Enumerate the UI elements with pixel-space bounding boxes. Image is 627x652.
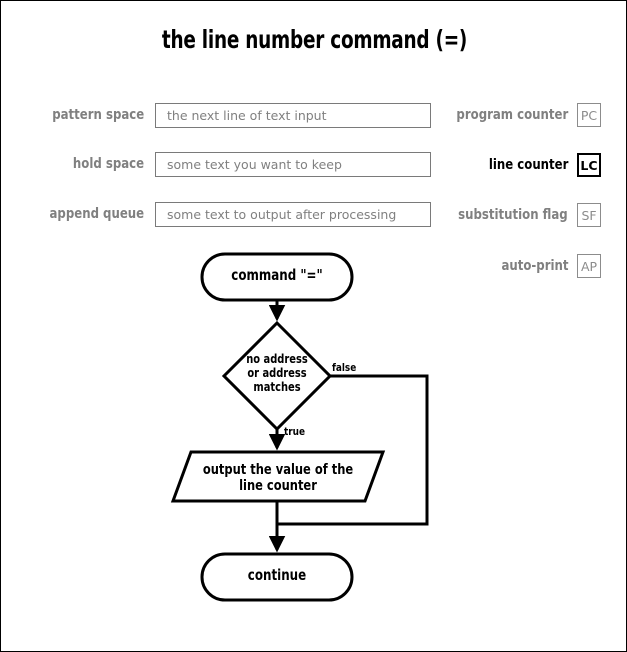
page-title: the line number command (=) (161, 25, 468, 54)
register-row-substitution-flag: substitution flag SF (446, 202, 601, 228)
hold-space-input[interactable]: some text you want to keep (155, 151, 431, 177)
register-badge-auto-print: AP (577, 254, 601, 278)
append-queue-value: some text to output after processing (167, 206, 397, 222)
hold-space-value: some text you want to keep (167, 156, 342, 172)
flow-edge-label-false: false (332, 361, 357, 374)
flow-label-decision-line3: matches (253, 379, 301, 394)
flow-label-decision-line1: no address (246, 351, 308, 366)
append-queue-input[interactable]: some text to output after processing (155, 201, 431, 227)
register-label-pattern-space: pattern space (52, 107, 144, 123)
register-row-pattern-space: pattern space the next line of text inpu… (21, 102, 431, 128)
flow-node-continue (200, 552, 354, 602)
register-label-line-counter: line counter (488, 157, 568, 173)
register-label-program-counter: program counter (456, 107, 568, 123)
pattern-space-value: the next line of text input (167, 107, 327, 123)
register-badge-substitution-flag: SF (577, 203, 601, 227)
flow-label-continue: continue (247, 566, 307, 584)
register-badge-line-counter: LC (577, 153, 601, 177)
register-label-hold-space: hold space (72, 156, 144, 172)
flow-edge-false-branch (278, 374, 429, 526)
register-label-auto-print: auto-print (500, 258, 568, 274)
flow-label-decision-line2: or address (247, 365, 307, 380)
flow-label-process-line2: line counter (239, 478, 317, 495)
register-row-program-counter: program counter PC (444, 102, 601, 128)
register-row-append-queue: append queue some text to output after p… (21, 201, 431, 227)
pattern-space-input[interactable]: the next line of text input (155, 102, 431, 128)
flow-edge-label-true: true (284, 425, 306, 438)
flow-label-start: command "=" (231, 266, 323, 284)
register-row-auto-print: auto-print AP (494, 253, 601, 279)
flow-label-process-line1: output the value of the (202, 462, 354, 478)
register-label-substitution-flag: substitution flag (458, 207, 568, 223)
flow-node-process-output (170, 450, 386, 503)
register-row-hold-space: hold space some text you want to keep (21, 151, 431, 177)
register-row-line-counter: line counter LC (480, 152, 601, 178)
register-label-append-queue: append queue (49, 206, 144, 222)
register-badge-program-counter: PC (577, 103, 601, 127)
